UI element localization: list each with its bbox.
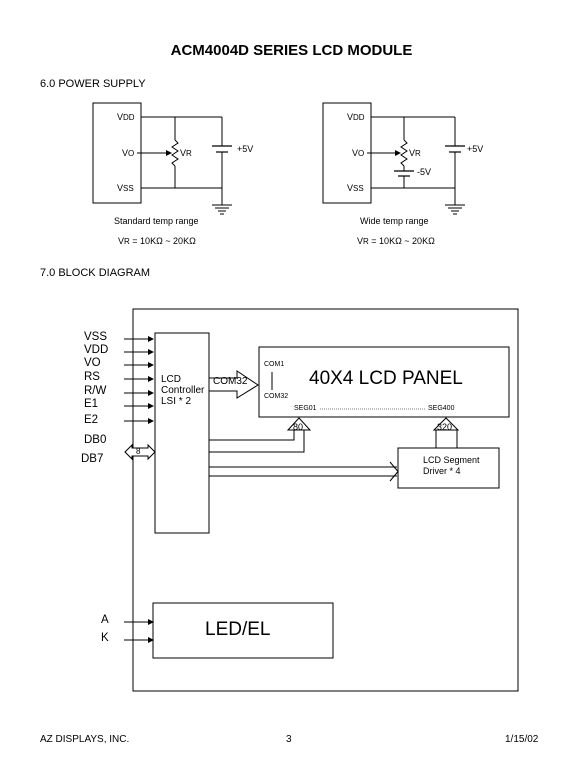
wide-vss-label: VSS (347, 183, 364, 193)
panel-com-bottom: COM32 (264, 393, 289, 400)
segment-driver-line2: Driver * 4 (423, 466, 461, 476)
panel-seg-start: SEG01 (294, 405, 317, 412)
wide-supply-label: +5V (467, 144, 484, 154)
segment-driver-box (397, 447, 500, 489)
module-outline (132, 308, 519, 692)
wide-caption: Wide temp range (360, 216, 429, 226)
panel-com-top: COM1 (264, 361, 285, 368)
wide-vo-label: VO (352, 148, 365, 158)
segment-driver-line1: LCD Segment (423, 455, 480, 465)
standard-vdd-label: VDD (117, 112, 135, 122)
pin-e2: E2 (84, 414, 99, 426)
backlight-box (152, 602, 334, 659)
document-title: ACM4004D SERIES LCD MODULE (170, 42, 413, 59)
pin-k: K (101, 632, 109, 644)
wide-vr-label: VR (409, 148, 421, 158)
controller-line1: LCD (161, 374, 182, 385)
power-supply-heading: 6.0 POWER SUPPLY (40, 78, 146, 90)
footer-company: AZ DISPLAYS, INC. (40, 734, 130, 745)
controller-line3: LSI * 2 (161, 396, 192, 407)
wide-range: VR = 10KΩ ~ 20KΩ (357, 236, 435, 246)
pin-rw: R/W (84, 385, 107, 397)
block-diagram-heading: 7.0 BLOCK DIAGRAM (40, 267, 151, 279)
bus-80-label: 80 (293, 422, 304, 432)
com-bus-label: COM32 (213, 376, 248, 387)
pin-e1: E1 (84, 398, 99, 410)
lcd-panel-box (258, 346, 510, 418)
wide-negative-supply-label: -5V (417, 167, 432, 177)
standard-vr-label: VR (180, 148, 192, 158)
pin-db7: DB7 (81, 453, 104, 465)
pin-a: A (101, 614, 109, 626)
wide-resistor (400, 139, 408, 167)
controller-box (154, 332, 210, 534)
pin-vss: VSS (84, 331, 108, 343)
standard-vss-label: VSS (117, 183, 134, 193)
footer-date: 1/15/02 (505, 734, 539, 745)
backlight-title: LED/EL (205, 619, 271, 640)
standard-supply-label: +5V (237, 144, 254, 154)
pin-rs: RS (84, 371, 100, 383)
data-bus-width: 8 (136, 447, 141, 456)
standard-vo-label: VO (122, 148, 135, 158)
standard-range: VR = 10KΩ ~ 20KΩ (118, 236, 196, 246)
footer-page-number: 3 (286, 734, 292, 745)
wide-vdd-label: VDD (347, 112, 365, 122)
panel-seg-end: SEG400 (428, 405, 455, 412)
bus-320-label: 320 (437, 422, 453, 432)
pin-db0: DB0 (84, 434, 107, 446)
standard-caption: Standard temp range (114, 216, 199, 226)
standard-resistor (171, 139, 179, 167)
pin-vdd: VDD (84, 344, 109, 356)
controller-line2: Controller (161, 385, 205, 396)
pin-vo: VO (84, 357, 101, 369)
lcd-panel-title: 40X4 LCD PANEL (309, 368, 463, 389)
